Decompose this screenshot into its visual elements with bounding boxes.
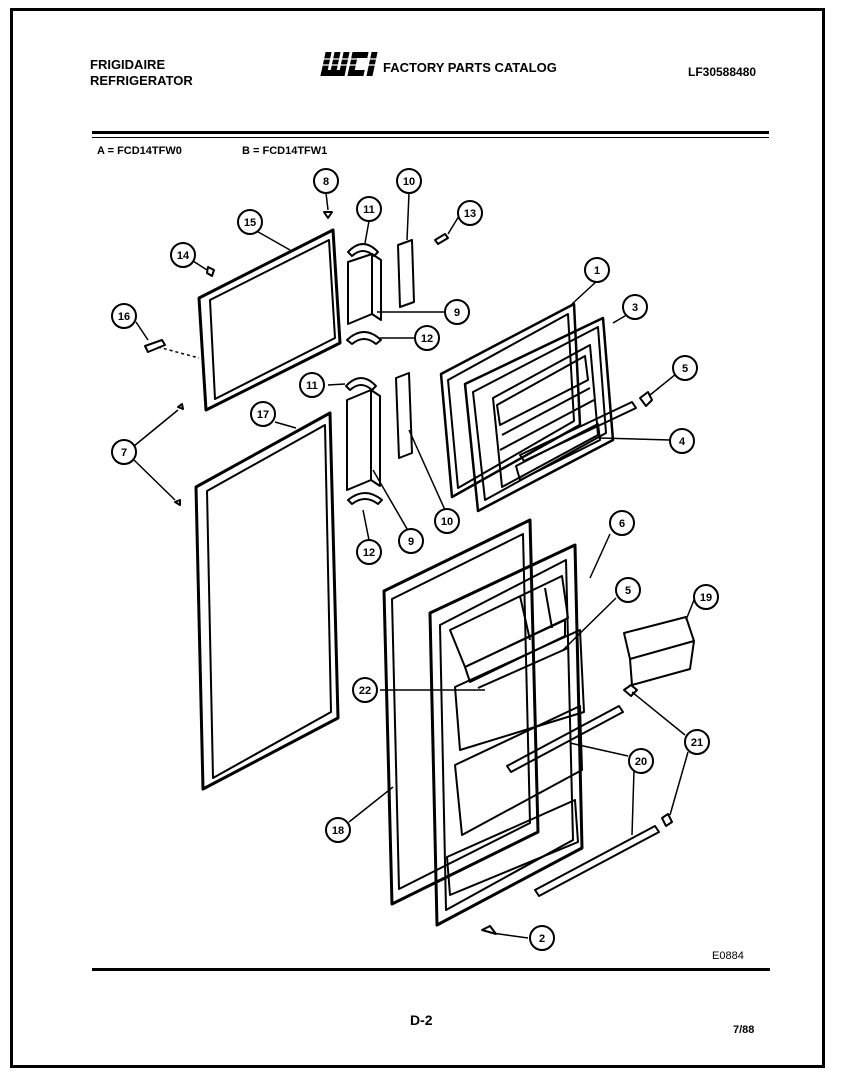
- upper-hinge-group: [346, 239, 415, 345]
- product-type: REFRIGERATOR: [90, 73, 193, 88]
- callout-9-lower: 9: [398, 528, 424, 554]
- callout-12-upper: 12: [414, 325, 440, 351]
- callout-5-upper: 5: [672, 355, 698, 381]
- svg-text:15: 15: [244, 217, 256, 229]
- svg-text:22: 22: [359, 685, 371, 697]
- svg-text:12: 12: [363, 547, 375, 559]
- svg-text:17: 17: [257, 409, 269, 421]
- callout-14: 14: [170, 242, 196, 268]
- svg-text:18: 18: [332, 825, 344, 837]
- callout-16: 16: [111, 303, 137, 329]
- drawing-code: E0884: [712, 950, 744, 962]
- svg-text:10: 10: [403, 176, 415, 188]
- part-21-upper: [623, 684, 638, 697]
- part-2: [481, 925, 497, 935]
- callout-11-lower: 11: [299, 372, 325, 398]
- callout-12-lower: 12: [356, 539, 382, 565]
- svg-text:2: 2: [539, 933, 545, 945]
- model-a-label: A = FCD14TFW0: [97, 145, 182, 157]
- svg-text:3: 3: [632, 302, 638, 314]
- svg-text:19: 19: [700, 592, 712, 604]
- fresh-food-door-gasket: [382, 518, 540, 906]
- svg-text:16: 16: [118, 311, 130, 323]
- svg-text:11: 11: [306, 380, 318, 392]
- svg-text:10: 10: [441, 516, 453, 528]
- svg-text:6: 6: [619, 518, 625, 530]
- svg-text:7: 7: [121, 447, 127, 459]
- svg-text:5: 5: [625, 585, 631, 597]
- svg-text:9: 9: [454, 307, 460, 319]
- callout-5-lower: 5: [615, 577, 641, 603]
- shelf-bar-lower: [534, 825, 660, 897]
- callout-21: 21: [684, 729, 710, 755]
- freezer-door-handle: [519, 401, 637, 462]
- callout-8: 8: [313, 168, 339, 194]
- page-number: D-2: [410, 1012, 433, 1028]
- callout-19: 19: [693, 584, 719, 610]
- catalog-title: FACTORY PARTS CATALOG: [383, 60, 557, 75]
- part-7-top: [177, 403, 184, 410]
- svg-text:20: 20: [635, 756, 647, 768]
- svg-text:1: 1: [594, 265, 600, 277]
- callout-3: 3: [622, 294, 648, 320]
- leader-lines: [133, 192, 695, 939]
- callout-10-upper: 10: [396, 168, 422, 194]
- callout-20: 20: [628, 748, 654, 774]
- part-13: [434, 233, 449, 245]
- svg-text:13: 13: [464, 208, 476, 220]
- svg-text:12: 12: [421, 333, 433, 345]
- page-frame: [10, 8, 825, 1068]
- callout-2: 2: [529, 925, 555, 951]
- callout-15: 15: [237, 209, 263, 235]
- callout-17: 17: [250, 401, 276, 427]
- svg-text:8: 8: [323, 176, 329, 188]
- fresh-food-gasket: [194, 411, 340, 791]
- header-rule: [92, 131, 769, 134]
- callout-4: 4: [669, 428, 695, 454]
- callout-1: 1: [584, 257, 610, 283]
- callout-18: 18: [325, 817, 351, 843]
- callout-10-lower: 10: [434, 508, 460, 534]
- svg-text:21: 21: [691, 737, 703, 749]
- catalog-date: 7/88: [733, 1024, 755, 1036]
- brand-name: FRIGIDAIRE: [90, 57, 166, 72]
- svg-text:5: 5: [682, 363, 688, 375]
- part-14: [206, 266, 215, 277]
- callout-7: 7: [111, 439, 137, 465]
- svg-text:4: 4: [679, 436, 686, 448]
- callout-markers: 1 2 3 4 5 5 6 7 8 9 9 10 10 11 11 12 12 …: [111, 168, 719, 951]
- freezer-door-assembly: [439, 302, 615, 513]
- brand-block: FRIGIDAIRE REFRIGERATOR: [90, 57, 193, 89]
- footer-rule: [92, 968, 770, 971]
- svg-text:11: 11: [363, 204, 375, 216]
- part-5-upper: [639, 391, 653, 407]
- lower-hinge-group: [345, 372, 413, 505]
- callout-13: 13: [457, 200, 483, 226]
- svg-text:14: 14: [177, 250, 190, 262]
- callout-22: 22: [352, 677, 378, 703]
- callout-6: 6: [609, 510, 635, 536]
- part-7-bottom: [174, 499, 181, 506]
- svg-text:9: 9: [408, 536, 414, 548]
- header-rule-thin: [92, 137, 769, 138]
- part-8: [323, 211, 333, 219]
- catalog-part-number: LF30588480: [688, 65, 757, 79]
- part-16: [144, 339, 166, 353]
- dairy-door: [623, 616, 695, 686]
- freezer-gasket: [197, 228, 342, 412]
- shelf-bar-upper: [506, 705, 624, 773]
- part-21-lower: [661, 813, 673, 827]
- fresh-food-door-inner: [428, 543, 585, 927]
- wci-logo: [318, 52, 380, 76]
- model-b-label: B = FCD14TFW1: [242, 145, 328, 157]
- callout-9-upper: 9: [444, 299, 470, 325]
- callout-11-upper: 11: [356, 196, 382, 222]
